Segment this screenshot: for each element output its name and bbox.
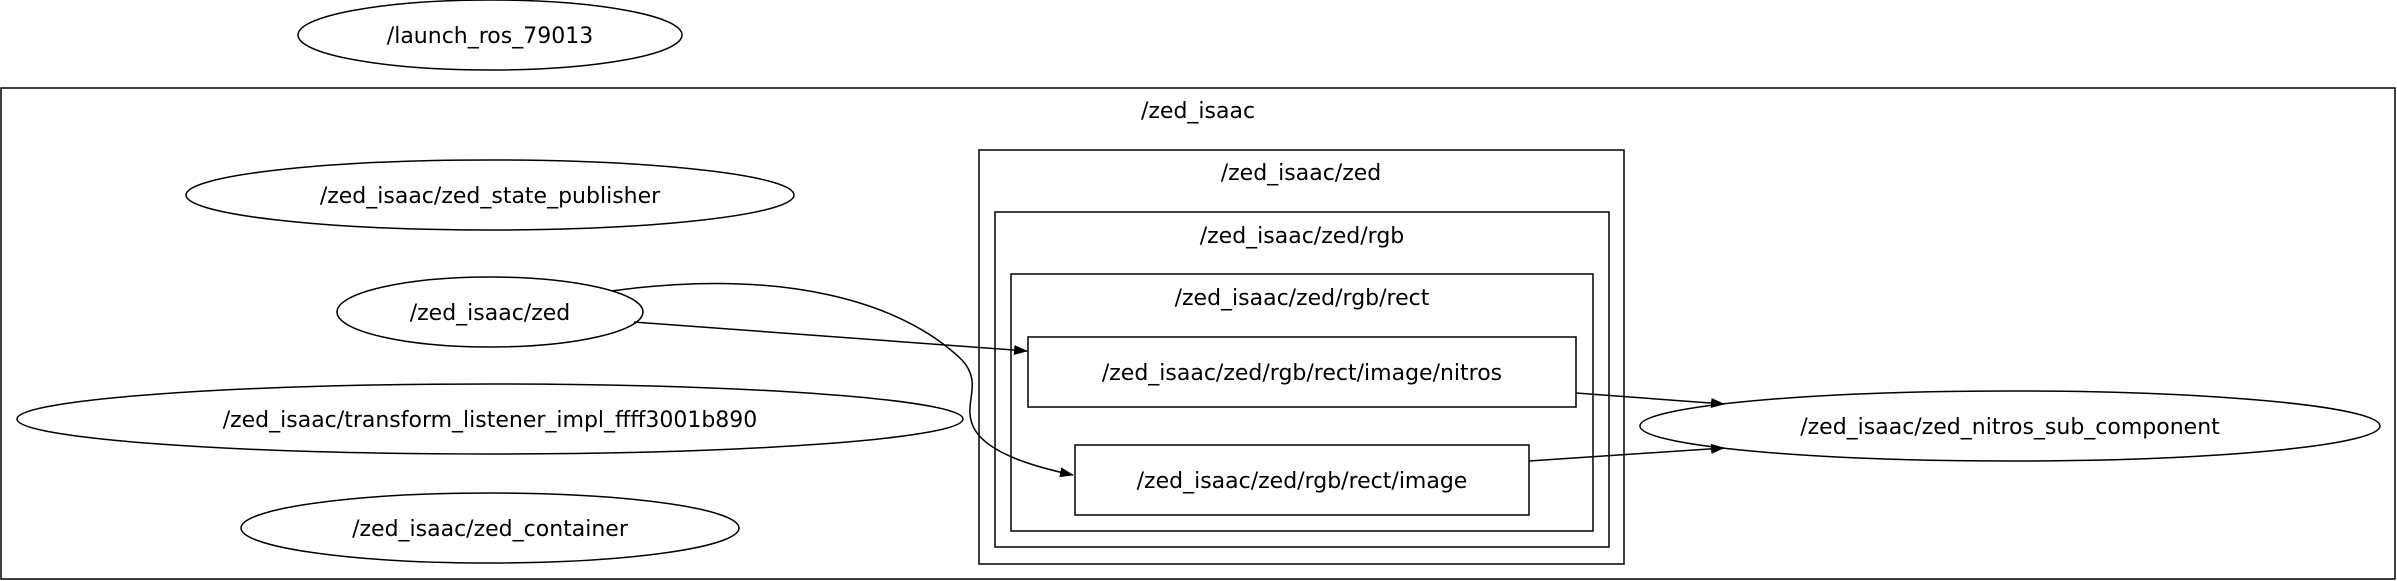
topic-rect-image-nitros[interactable]: /zed_isaac/zed/rgb/rect/image/nitros (1027, 336, 1577, 408)
cluster-zed-isaac-zed-label: /zed_isaac/zed (1221, 161, 1382, 186)
node-launch-ros-label: /launch_ros_79013 (387, 24, 593, 49)
node-zed-container[interactable]: /zed_isaac/zed_container (240, 492, 740, 564)
node-zed[interactable]: /zed_isaac/zed (336, 276, 644, 348)
node-zed-container-label: /zed_isaac/zed_container (352, 517, 629, 542)
node-zed-nitros-sub-component-label: /zed_isaac/zed_nitros_sub_component (1800, 415, 2220, 440)
cluster-zed-isaac-zed-rgb-rect: /zed_isaac/zed/rgb/rect (1010, 273, 1594, 532)
cluster-zed-isaac-zed: /zed_isaac/zed (978, 149, 1625, 565)
cluster-zed-isaac-label: /zed_isaac (1141, 99, 1255, 124)
node-zed-nitros-sub-component[interactable]: /zed_isaac/zed_nitros_sub_component (1639, 390, 2381, 462)
node-zed-label: /zed_isaac/zed (410, 301, 571, 326)
edge-zed-to-image-topic (610, 282, 1074, 478)
cluster-zed-isaac-zed-rgb: /zed_isaac/zed/rgb (994, 211, 1610, 548)
node-transform-listener-label: /zed_isaac/transform_listener_impl_ffff3… (223, 408, 758, 433)
cluster-zed-isaac-zed-rgb-rect-label: /zed_isaac/zed/rgb/rect (1175, 286, 1430, 311)
edge-nitros-topic-to-sub (1575, 392, 1725, 409)
edge-image-topic-to-sub (1528, 443, 1725, 462)
node-zed-state-publisher[interactable]: /zed_isaac/zed_state_publisher (185, 159, 795, 231)
topic-rect-image-nitros-label: /zed_isaac/zed/rgb/rect/image/nitros (1102, 361, 1502, 386)
topic-rect-image[interactable]: /zed_isaac/zed/rgb/rect/image (1074, 444, 1530, 516)
cluster-zed-isaac: /zed_isaac (0, 87, 2396, 580)
topic-rect-image-label: /zed_isaac/zed/rgb/rect/image (1137, 469, 1468, 494)
node-transform-listener[interactable]: /zed_isaac/transform_listener_impl_ffff3… (16, 383, 964, 455)
edge-zed-to-nitros-topic (633, 321, 1028, 356)
node-zed-state-publisher-label: /zed_isaac/zed_state_publisher (320, 184, 661, 209)
cluster-zed-isaac-zed-rgb-label: /zed_isaac/zed/rgb (1200, 224, 1405, 249)
node-launch-ros[interactable]: /launch_ros_79013 (297, 0, 683, 71)
